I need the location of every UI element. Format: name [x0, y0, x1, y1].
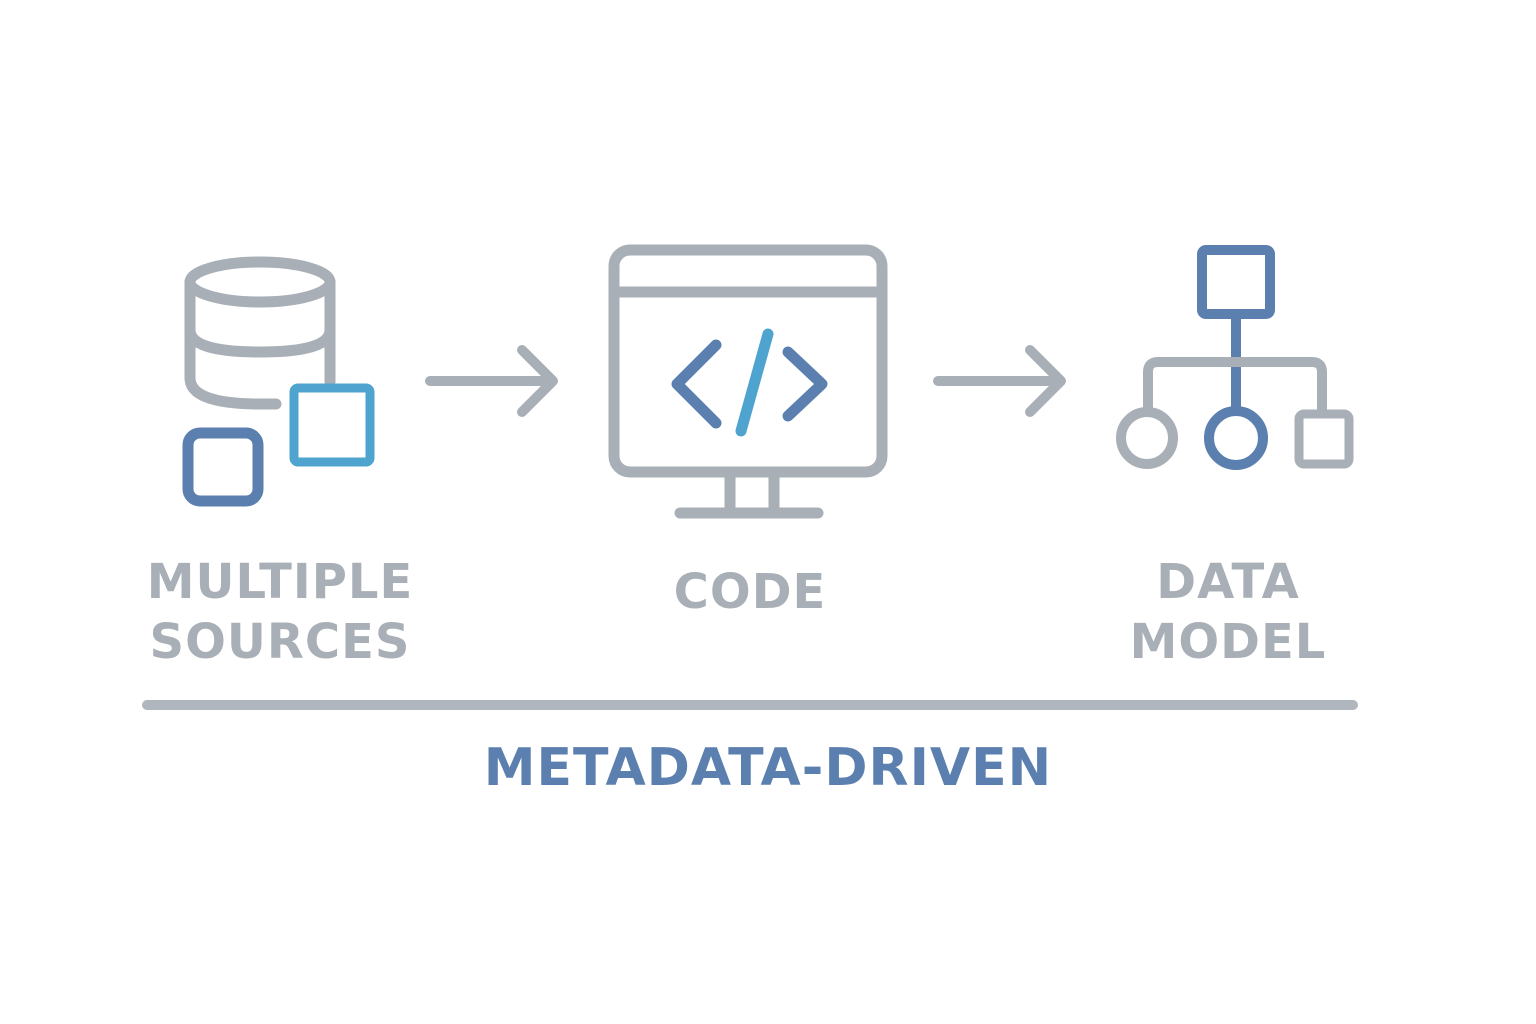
monitor-screen — [608, 244, 888, 478]
database-top — [184, 256, 336, 308]
footer-label: METADATA-DRIVEN — [483, 738, 1053, 798]
tree-leaf-circle-left — [1116, 407, 1178, 469]
arrow-right-icon — [933, 345, 1066, 417]
code-bracket-right — [782, 346, 828, 422]
hierarchy-tree-icon — [1116, 245, 1354, 470]
source-square-dark — [182, 427, 264, 507]
tree-leaf-circle-center — [1204, 406, 1268, 470]
code-bracket-left — [671, 339, 722, 429]
step-label-line: SOURCES — [149, 614, 411, 670]
step-label-line: MODEL — [1129, 614, 1327, 670]
tree-leaf-square-right — [1294, 409, 1354, 469]
step-label-code: CODE — [600, 562, 900, 622]
monitor-code-icon — [608, 244, 888, 519]
database-middle-band — [184, 324, 336, 358]
step-label-line: DATA — [1156, 554, 1300, 610]
tree-branches — [1143, 357, 1327, 417]
step-label-line: MULTIPLE — [146, 554, 414, 610]
tree-root-node — [1197, 245, 1275, 319]
source-square-light — [289, 383, 375, 467]
database-left-side — [184, 276, 282, 410]
step-label-multiple-sources: MULTIPLE SOURCES — [130, 552, 430, 672]
step-label-line: CODE — [673, 564, 827, 620]
step-label-data-model: DATA MODEL — [1078, 552, 1378, 672]
database-icon — [184, 256, 336, 410]
database-with-sources-icon — [182, 256, 375, 507]
horizontal-divider — [142, 700, 1358, 710]
code-slash — [735, 328, 774, 437]
arrow-right-icon — [425, 345, 558, 417]
